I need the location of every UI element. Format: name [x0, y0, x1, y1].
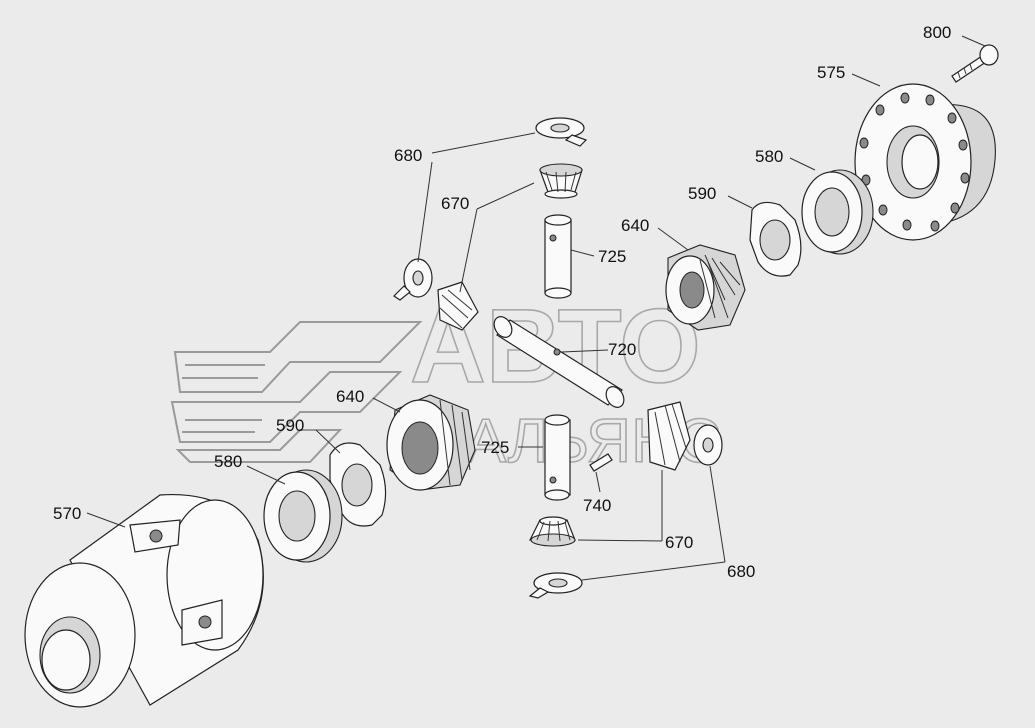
label-670-bottom: 670	[665, 533, 693, 552]
label-800: 800	[923, 23, 951, 42]
label-740: 740	[583, 496, 611, 515]
label-670-top: 670	[441, 194, 469, 213]
label-680-bottom: 680	[727, 562, 755, 581]
part-640-left-gear	[386, 394, 476, 491]
part-590-left-washer	[329, 442, 387, 527]
part-670-top-pinion	[539, 163, 583, 199]
part-640-top-gear	[665, 244, 746, 331]
part-570-housing	[24, 493, 264, 708]
part-720-cross-pin	[493, 316, 625, 408]
watermark-logo	[170, 321, 423, 463]
part-575-flange-cup	[854, 83, 996, 241]
part-680-right-washer	[693, 424, 723, 466]
part-725-bottom-shaft	[544, 414, 571, 501]
label-640-left: 640	[336, 387, 364, 406]
part-670-left-pinion	[437, 281, 479, 331]
part-680-bottom-washer	[528, 572, 583, 599]
label-680-top: 680	[394, 146, 422, 165]
part-680-top-washer	[535, 117, 588, 147]
part-800-bolt	[951, 44, 999, 83]
label-590-left: 590	[276, 416, 304, 435]
label-720: 720	[608, 340, 636, 359]
label-725-top: 725	[598, 247, 626, 266]
part-725-top-shaft	[544, 214, 572, 299]
leader-lines	[86, 35, 986, 581]
part-670-bottom-pinion	[529, 516, 576, 547]
part-670-right-pinion	[647, 401, 691, 471]
part-580-top-bearing	[801, 169, 874, 255]
label-575: 575	[817, 63, 845, 82]
label-590-top: 590	[688, 184, 716, 203]
part-680-left-washer	[393, 258, 433, 301]
label-725-bottom: 725	[481, 438, 509, 457]
label-580-top: 580	[755, 147, 783, 166]
part-740-pin	[589, 453, 613, 472]
label-640-top: 640	[621, 216, 649, 235]
label-580-left: 580	[214, 452, 242, 471]
part-580-left-bearing	[263, 469, 343, 563]
part-590-top-washer	[749, 201, 802, 277]
label-570: 570	[53, 504, 81, 523]
